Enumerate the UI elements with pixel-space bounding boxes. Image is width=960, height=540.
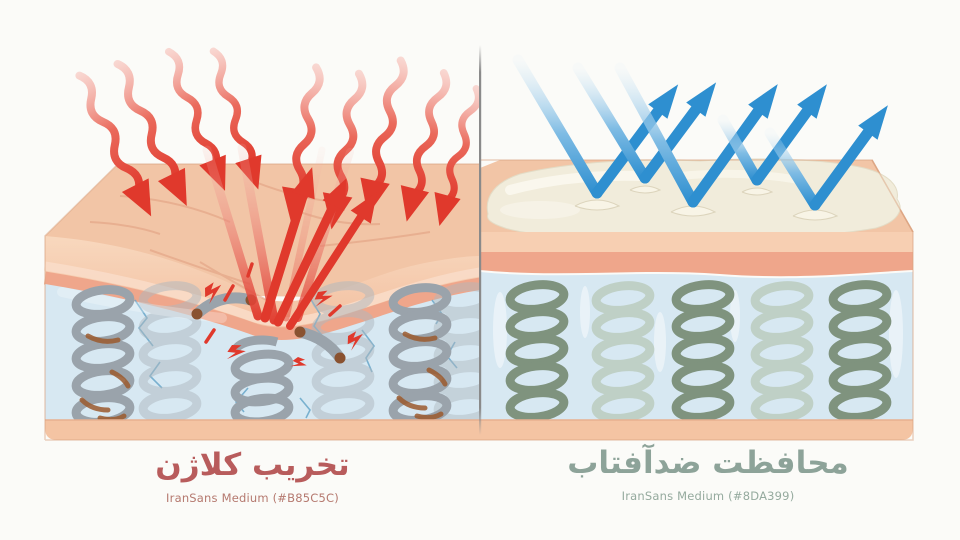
protected-skin-panel: [480, 54, 914, 441]
left-caption: تخریب کلاژن IranSans Medium (#B85C5C): [105, 448, 400, 505]
cream-ridges: [574, 185, 839, 221]
epidermis-salmon-band: [480, 252, 913, 277]
right-caption: محافظت ضدآفتاب IranSans Medium (#8DA399): [558, 446, 858, 503]
left-caption-subtitle: IranSans Medium (#B85C5C): [166, 491, 339, 506]
dermis-highlight: [493, 286, 903, 378]
epidermis-layer: [45, 236, 480, 340]
left-caption-title: تخریب کلاژن: [155, 447, 350, 483]
hypodermis-strip: [45, 420, 480, 440]
epidermis-light-band: [480, 232, 913, 254]
damaged-skin-panel: [43, 46, 480, 441]
uv-rebound-arrows-icon: [260, 167, 378, 330]
hypodermis-strip: [480, 420, 913, 440]
right-caption-subtitle: IranSans Medium (#8DA399): [621, 489, 795, 504]
panel-divider: [479, 45, 482, 435]
right-caption-title: محافظت ضدآفتاب: [567, 445, 849, 481]
break-sparks-icon: [202, 262, 366, 374]
reflected-rays-icon: [512, 54, 888, 211]
